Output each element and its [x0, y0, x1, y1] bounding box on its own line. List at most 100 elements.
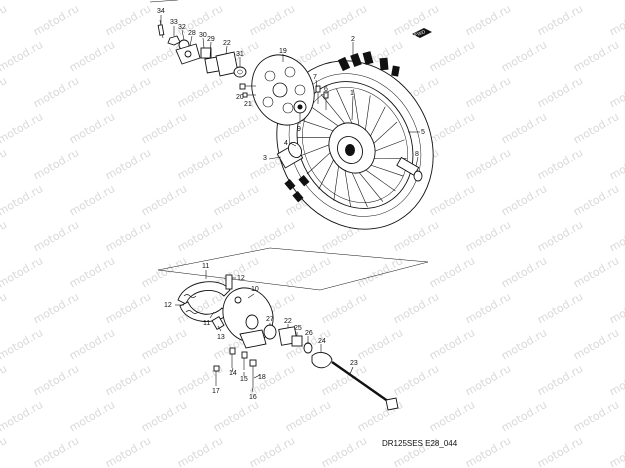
watermark-text: motod.ru — [0, 362, 9, 398]
watermark-text: motod.ru — [103, 2, 153, 38]
watermark-text: motod.ru — [31, 2, 81, 38]
axle-spacer-right — [396, 156, 423, 182]
callout: 6 — [324, 86, 328, 93]
callout: 34 — [157, 8, 165, 15]
callout: 24 — [318, 338, 326, 345]
callout: 12 — [164, 302, 172, 309]
watermark-text: motod.ru — [427, 254, 477, 290]
watermark-text: motod.ru — [571, 326, 621, 362]
callout: 27 — [266, 316, 274, 323]
watermark-text: motod.ru — [211, 110, 261, 146]
watermark-text: motod.ru — [283, 398, 333, 434]
watermark-text: motod.ru — [0, 146, 9, 182]
callout: 3 — [263, 155, 267, 162]
watermark-text: motod.ru — [607, 362, 625, 398]
callout: 18 — [258, 374, 266, 381]
watermark-text: motod.ru — [607, 2, 625, 38]
watermark-text: motod.ru — [175, 434, 225, 468]
watermark-text: motod.ru — [103, 146, 153, 182]
callout: 7 — [313, 74, 317, 81]
watermark-text: motod.ru — [319, 434, 369, 468]
watermark-text: motod.ru — [0, 110, 45, 146]
watermark-text: motod.ru — [0, 218, 9, 254]
wheel-bearing — [293, 100, 307, 114]
callout: 10 — [251, 286, 259, 293]
watermark-text: motod.ru — [0, 2, 9, 38]
watermark-text: motod.ru — [103, 362, 153, 398]
watermark-text: motod.ru — [103, 74, 153, 110]
watermark-text: motod.ru — [0, 326, 45, 362]
callout: 31 — [236, 51, 244, 58]
watermark-text: motod.ru — [535, 74, 585, 110]
watermark-text: motod.ru — [607, 74, 625, 110]
watermark-text: motod.ru — [67, 326, 117, 362]
watermark-text: motod.ru — [499, 254, 549, 290]
watermark-text: motod.ru — [67, 38, 117, 74]
leader-lines — [160, 15, 420, 393]
callout: 4 — [284, 140, 288, 147]
callout: 22 — [284, 318, 292, 325]
sprocket-bolts — [239, 83, 256, 98]
watermark-text: motod.ru — [139, 254, 189, 290]
watermark-text: motod.ru — [535, 2, 585, 38]
watermark-text: motod.ru — [31, 434, 81, 468]
watermark-text: motod.ru — [283, 254, 333, 290]
watermark-text: motod.ru — [427, 398, 477, 434]
brake-cam — [225, 274, 233, 290]
watermark-text: motod.ru — [103, 290, 153, 326]
front-direction-marker: FWD — [412, 28, 432, 39]
diagram-code: DR125SES E28_044 — [382, 439, 458, 448]
watermark-text: motod.ru — [535, 218, 585, 254]
watermark-text: motod.ru — [0, 0, 45, 3]
callout: 11 — [203, 320, 210, 327]
callout: 26 — [305, 330, 313, 337]
watermark-text: motod.ru — [535, 146, 585, 182]
watermark-text: motod.ru — [391, 218, 441, 254]
brake-shoes — [177, 281, 231, 322]
brake-panel — [222, 287, 274, 349]
watermark-text: motod.ru — [607, 146, 625, 182]
watermark-text: motod.ru — [0, 182, 45, 218]
watermark-text: motod.ru — [463, 290, 513, 326]
brake-lever — [211, 316, 225, 330]
watermark-text: motod.ru — [427, 38, 477, 74]
callout: 30 — [199, 32, 207, 39]
watermark-text: motod.ru — [31, 218, 81, 254]
watermark-text: motod.ru — [139, 182, 189, 218]
watermark-text: motod.ru — [571, 254, 621, 290]
watermark-text: motod.ru — [499, 398, 549, 434]
watermark-text: motod.ru — [571, 398, 621, 434]
callout: 12 — [237, 275, 245, 282]
watermark-text: motod.ru — [427, 182, 477, 218]
callout: 13 — [217, 334, 225, 341]
watermark-text: motod.ru — [571, 38, 621, 74]
watermark-text: motod.ru — [535, 434, 585, 468]
watermark-text: motod.ru — [31, 74, 81, 110]
watermark-text: motod.ru — [571, 110, 621, 146]
watermark-text: motod.ru — [0, 74, 9, 110]
watermark-text: motod.ru — [499, 110, 549, 146]
callout: 8 — [415, 151, 419, 158]
watermark-text: motod.ru — [247, 218, 297, 254]
watermark-text: motod.ru — [355, 254, 405, 290]
watermark-text: motod.ru — [463, 434, 513, 468]
watermark-text: motod.ru — [319, 2, 369, 38]
watermark-text: motod.ru — [571, 182, 621, 218]
watermark-text: motod.ru — [67, 398, 117, 434]
axle-collar — [276, 142, 304, 169]
watermark-text: motod.ru — [247, 434, 297, 468]
watermark-text: motod.ru — [67, 110, 117, 146]
watermark-text: motod.ru — [247, 2, 297, 38]
watermark-text: motod.ru — [103, 218, 153, 254]
lower-bolts — [213, 347, 257, 388]
rear-axle — [331, 361, 399, 411]
header-rule — [149, 0, 179, 3]
hub-bolts — [315, 85, 329, 110]
watermark-text: motod.ru — [499, 326, 549, 362]
callout: 29 — [207, 36, 215, 43]
watermark-text: motod.ru — [355, 398, 405, 434]
watermark-text: motod.ru — [463, 218, 513, 254]
watermark-text: motod.ru — [499, 182, 549, 218]
callouts: 34 33 32 28 30 29 22 31 19 2 7 6 20 21 9… — [157, 8, 425, 401]
